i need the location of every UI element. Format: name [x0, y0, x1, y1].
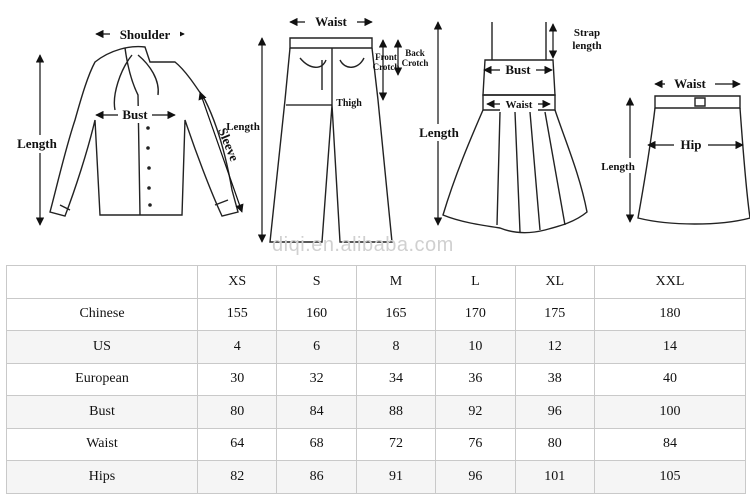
dress-length-label: Length: [419, 125, 460, 140]
shoulder-label: Shoulder: [120, 27, 171, 42]
table-cell: 12: [514, 330, 596, 364]
table-cell: 175: [514, 297, 596, 331]
skirt-waist-label: Waist: [674, 76, 706, 91]
table-cell: 88: [355, 395, 437, 429]
header-cell: [6, 265, 198, 299]
table-cell: 30: [196, 362, 278, 396]
skirt-drawing: [637, 95, 750, 225]
table-cell: 165: [355, 297, 437, 331]
table-row: Waist 64 68 72 76 80 84: [6, 427, 746, 461]
header-cell: L: [435, 265, 516, 299]
blouse-bust-label: Bust: [122, 107, 148, 122]
blouse-drawing: [49, 45, 239, 217]
row-label: Waist: [6, 427, 198, 461]
header-cell: XL: [514, 265, 596, 299]
table-row: Chinese 155 160 165 170 175 180: [6, 297, 746, 331]
row-label: Bust: [6, 395, 198, 429]
back-crotch-label-2: Crotch: [402, 58, 429, 68]
sleeve-arrow: [198, 91, 244, 213]
table-cell: 100: [594, 395, 746, 429]
table-cell: 14: [594, 330, 746, 364]
header-cell: XXL: [594, 265, 746, 299]
table-cell: 86: [276, 460, 357, 494]
blouse-length-label: Length: [17, 136, 58, 151]
skirt-length-label: Length: [601, 161, 635, 173]
dress-waist-label: Waist: [506, 99, 533, 111]
table-cell: 96: [514, 395, 596, 429]
table-cell: 10: [435, 330, 516, 364]
table-cell: 6: [276, 330, 357, 364]
table-cell: 155: [196, 297, 278, 331]
header-cell: XS: [196, 265, 278, 299]
row-label: Chinese: [6, 297, 198, 331]
dress-bust-label: Bust: [505, 62, 531, 77]
row-label: Hips: [6, 460, 198, 494]
table-cell: 160: [276, 297, 357, 331]
table-cell: 76: [435, 427, 516, 461]
table-cell: 96: [435, 460, 516, 494]
table-cell: 80: [514, 427, 596, 461]
table-cell: 180: [594, 297, 746, 331]
table-header-row: XS S M L XL XXL: [6, 265, 746, 299]
pants-length-label: Length: [226, 121, 260, 133]
table-row: Bust 80 84 88 92 96 100: [6, 395, 746, 429]
table-row: US 4 6 8 10 12 14: [6, 330, 746, 364]
table-cell: 170: [435, 297, 516, 331]
table-cell: 8: [355, 330, 437, 364]
back-crotch-label-1: Back: [405, 48, 425, 58]
strap-label-2: length: [572, 40, 601, 52]
table-cell: 64: [196, 427, 278, 461]
table-row: Hips 82 86 91 96 101 105: [6, 460, 746, 494]
watermark: diqi.en.alibaba.com: [272, 234, 454, 256]
front-crotch-label-1: Front: [375, 52, 397, 62]
table-row: European 30 32 34 36 38 40: [6, 362, 746, 396]
row-label: US: [6, 330, 198, 364]
table-cell: 68: [276, 427, 357, 461]
size-chart-table: XS S M L XL XXL Chinese 155 160 165 170 …: [6, 265, 746, 494]
hip-label: Hip: [681, 137, 702, 152]
header-cell: M: [355, 265, 437, 299]
table-cell: 80: [196, 395, 278, 429]
pants-waist-label: Waist: [315, 14, 347, 29]
header-cell: S: [276, 265, 357, 299]
front-crotch-label-2: Crotch: [373, 62, 400, 72]
table-cell: 72: [355, 427, 437, 461]
table-cell: 105: [594, 460, 746, 494]
table-cell: 34: [355, 362, 437, 396]
thigh-label: Thigh: [336, 98, 362, 109]
table-cell: 101: [514, 460, 596, 494]
table-cell: 32: [276, 362, 357, 396]
garment-measurement-diagram: Shoulder Length Bust Sleeve Waist Length…: [17, 14, 750, 243]
dress-drawing: [442, 22, 588, 234]
table-cell: 36: [435, 362, 516, 396]
strap-label-1: Strap: [574, 27, 600, 39]
table-cell: 84: [276, 395, 357, 429]
row-label: European: [6, 362, 198, 396]
table-cell: 84: [594, 427, 746, 461]
table-cell: 4: [196, 330, 278, 364]
table-cell: 92: [435, 395, 516, 429]
table-cell: 82: [196, 460, 278, 494]
table-cell: 38: [514, 362, 596, 396]
table-cell: 91: [355, 460, 437, 494]
table-cell: 40: [594, 362, 746, 396]
